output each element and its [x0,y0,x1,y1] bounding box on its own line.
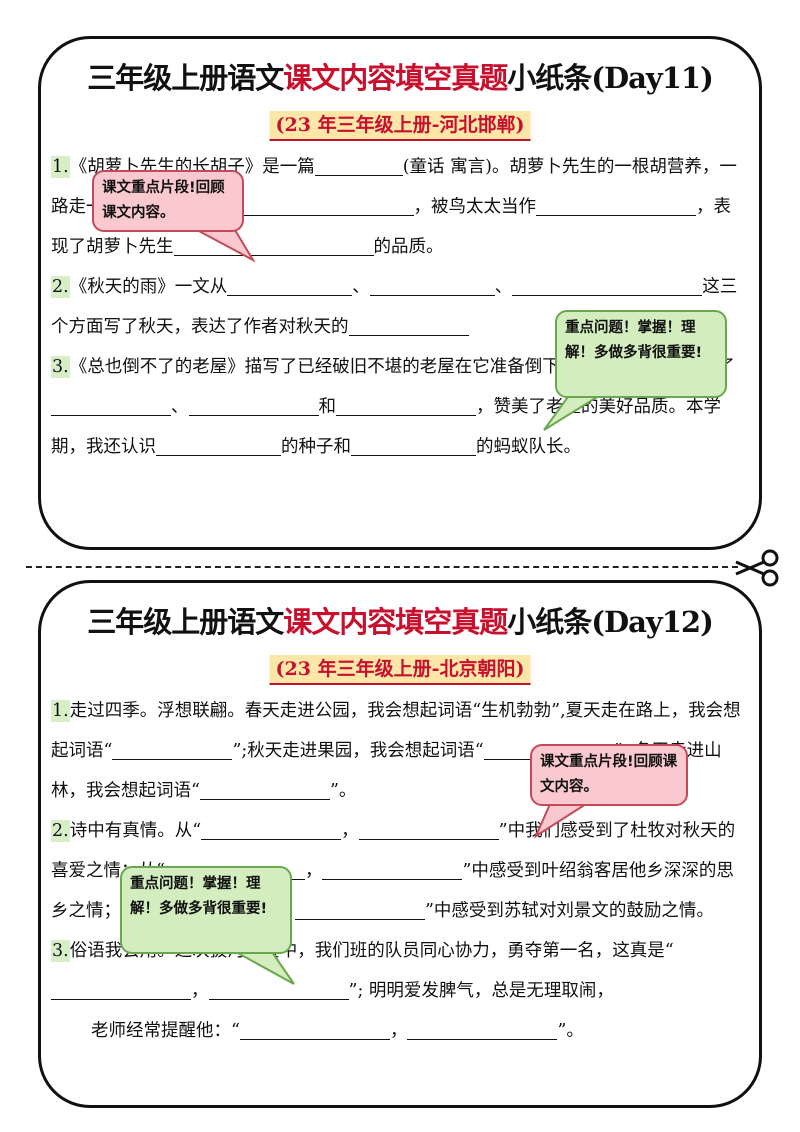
bubble-tail [543,393,606,431]
question-text: ， [191,981,209,1001]
answer-blank[interactable] [536,194,696,216]
question-text: 、 [494,277,513,297]
question-text: 诗中有真情。从“ [69,821,202,841]
answer-blank[interactable] [156,434,281,456]
question-text: ”; 明明爱发脾气，总是无理取闹， [348,981,614,1001]
source-label: (23 年三年级上册-河北邯郸) [269,111,531,141]
answer-blank[interactable] [322,858,463,880]
question-number: 2. [51,820,70,842]
answer-blank[interactable] [227,274,353,296]
callout-key-question: 重点问题！掌握！理解！多做多背很重要! [120,866,292,954]
callout-key-passage: 课文重点片段!回顾课文内容。 [92,170,244,232]
title-suffix: 小纸条(Day11) [507,61,714,95]
answer-blank[interactable] [201,818,342,840]
source-label: (23 年三年级上册-北京朝阳) [269,655,531,685]
answer-blank[interactable] [199,778,330,800]
question-text: (童话 寓言)。胡萝卜先生的一根胡 [402,157,667,177]
question-text: 的 [476,437,494,457]
answer-blank[interactable] [294,898,425,920]
question-text: 这三个方面写了秋天，表达了作者对秋天的 [51,277,738,337]
question-text: 、 [171,397,189,417]
answer-blank[interactable] [358,818,499,840]
answer-blank[interactable] [188,394,319,416]
question-number: 3. [51,940,70,962]
answer-blank[interactable] [239,1018,390,1040]
bubble-tail [196,229,256,263]
answer-blank[interactable] [512,274,703,296]
title-highlight: 课文内容填空真题 [283,605,508,639]
bubble-tail [533,803,590,839]
cut-line [26,566,738,568]
bubble-tail [235,951,295,985]
question-text: ”。 [329,781,357,801]
question-text: ”。 [557,1021,584,1041]
question-number: 1. [51,156,70,178]
title-highlight: 课文内容填空真题 [283,61,508,95]
question-text: ，被鸟太太当作 [413,197,537,217]
question-text: ， [389,1021,408,1041]
worksheet-card-day11: 三年级上册语文课文内容填空真题小纸条(Day11) (23 年三年级上册-河北邯… [38,36,762,550]
scissors-icon [735,549,779,587]
answer-blank[interactable] [112,738,233,760]
question-text: 老师经常提醒他：“ [91,1021,240,1041]
card-title: 三年级上册语文课文内容填空真题小纸条(Day11) [41,55,759,97]
question-text: 的品质。 [373,237,444,257]
title-prefix: 三年级上册语文 [87,605,284,639]
question-number: 2. [51,276,70,298]
answer-blank[interactable] [348,314,469,336]
question-text: 蚂蚁队长。 [493,437,582,457]
answer-blank[interactable] [351,434,476,456]
question-text: ， [341,821,359,841]
answer-blank[interactable] [314,154,403,176]
question-text: ，表现了胡萝卜先生 [51,197,731,257]
answer-blank[interactable] [336,394,476,416]
question-text: ，赞美了老屋的美好品质。本学期，我还认识 [51,397,721,457]
question-text: 的种子和 [281,437,351,457]
callout-key-question: 重点问题！掌握！理解！多做多背很重要! [555,310,727,398]
title-prefix: 三年级上册语文 [87,61,284,95]
callout-key-passage: 课文重点片段!回顾课文内容。 [530,744,688,806]
question-text: ， [304,861,323,881]
answer-blank[interactable] [51,978,191,1000]
title-suffix: 小纸条(Day12) [507,605,714,639]
question-3: 3.《总也倒不了的老屋》描写了已经破旧不堪的老屋在它准备倒下的时候，却热心帮助了… [51,347,747,467]
answer-blank[interactable] [369,274,495,296]
question-text: 《秋天的雨》一文从 [69,277,228,297]
question-number: 3. [51,356,70,378]
question-text: 、 [352,277,370,297]
answer-blank[interactable] [173,234,374,256]
answer-blank[interactable] [208,978,349,1000]
card-title: 三年级上册语文课文内容填空真题小纸条(Day12) [41,599,759,641]
answer-blank[interactable] [51,394,171,416]
question-text: ”中感受到苏轼对刘景文的鼓励之情。 [424,901,714,921]
worksheet-card-day12: 三年级上册语文课文内容填空真题小纸条(Day12) (23 年三年级上册-北京朝… [38,580,762,1108]
question-text: 走过四季。浮想联翩。春天走进公园，我会想起词语“生机勃勃”,夏天走在路上，我会想… [51,701,741,761]
answer-blank[interactable] [407,1018,558,1040]
answer-blank[interactable] [243,194,414,216]
question-text: ”;秋天走进果园，我会想起词语“ [232,741,484,761]
question-text: 和 [318,397,337,417]
question-2: 2.《秋天的雨》一文从 、 、这三个方面写了秋天，表达了作者对秋天的 [51,267,747,347]
question-number: 1. [51,700,70,722]
